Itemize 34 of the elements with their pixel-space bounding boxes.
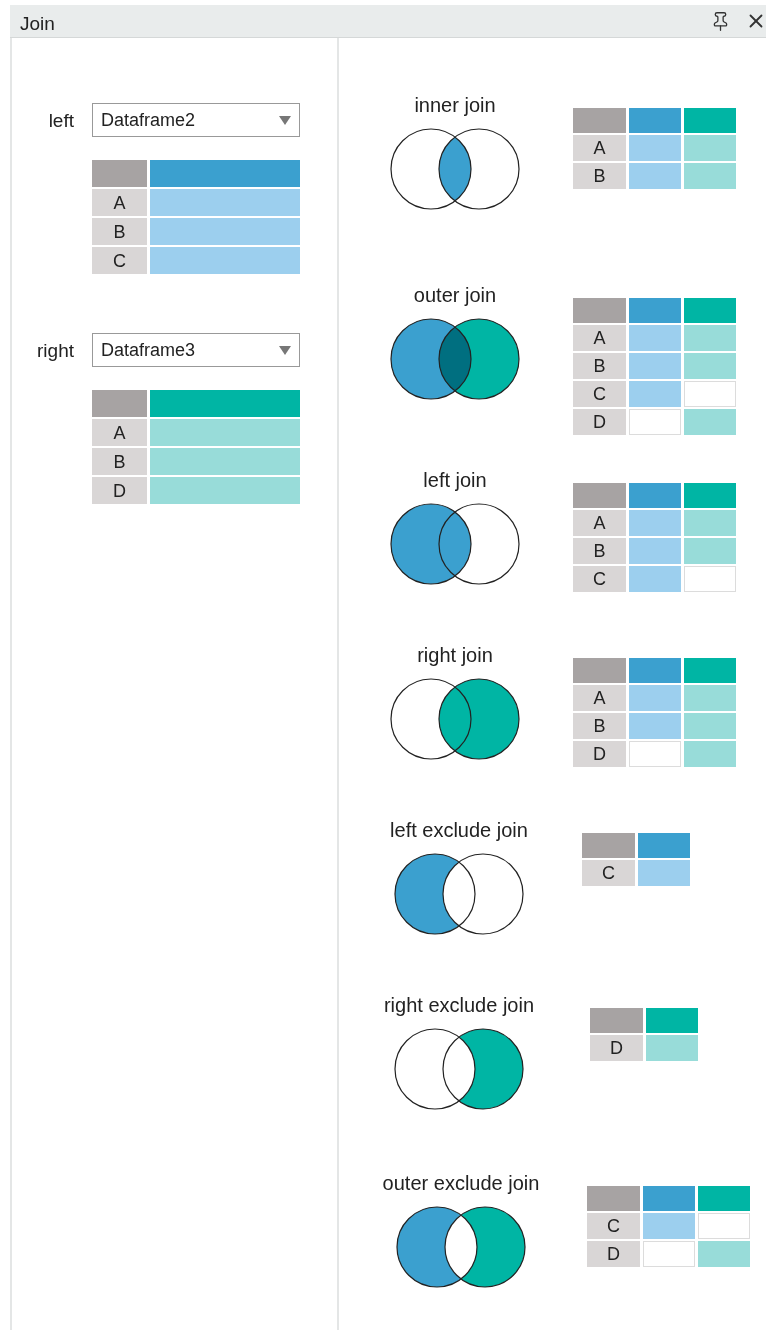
row-label: A: [573, 510, 626, 536]
join-heading: left join: [423, 468, 487, 493]
row-label: A: [92, 419, 147, 446]
join-heading: right exclude join: [383, 993, 535, 1018]
row-label: D: [590, 1035, 643, 1061]
row-label: A: [92, 189, 147, 216]
row-label: C: [573, 566, 626, 592]
join-heading: left exclude join: [390, 818, 528, 843]
row-label: B: [573, 353, 626, 379]
row-label: D: [92, 477, 147, 504]
row-label: C: [92, 247, 147, 274]
row-label: A: [573, 325, 626, 351]
row-label: D: [573, 741, 626, 767]
field-label: left: [47, 109, 74, 133]
field-label: right: [36, 339, 74, 363]
dropdown-select: Dataframe2: [92, 103, 300, 137]
row-label: C: [587, 1213, 640, 1239]
row-label: D: [587, 1241, 640, 1267]
row-label: B: [92, 218, 147, 245]
row-label: C: [573, 381, 626, 407]
join-heading: outer exclude join: [382, 1171, 540, 1196]
row-label: B: [92, 448, 147, 475]
join-heading: right join: [417, 643, 493, 668]
row-label: A: [573, 685, 626, 711]
row-label: B: [573, 538, 626, 564]
row-label: B: [573, 163, 626, 189]
panel-title: Join: [20, 12, 55, 36]
row-label: C: [582, 860, 635, 886]
row-label: B: [573, 713, 626, 739]
row-label: D: [573, 409, 626, 435]
row-label: A: [573, 135, 626, 161]
join-heading: outer join: [413, 283, 497, 308]
dropdown-select: Dataframe3: [92, 333, 300, 367]
join-heading: inner join: [414, 93, 496, 118]
